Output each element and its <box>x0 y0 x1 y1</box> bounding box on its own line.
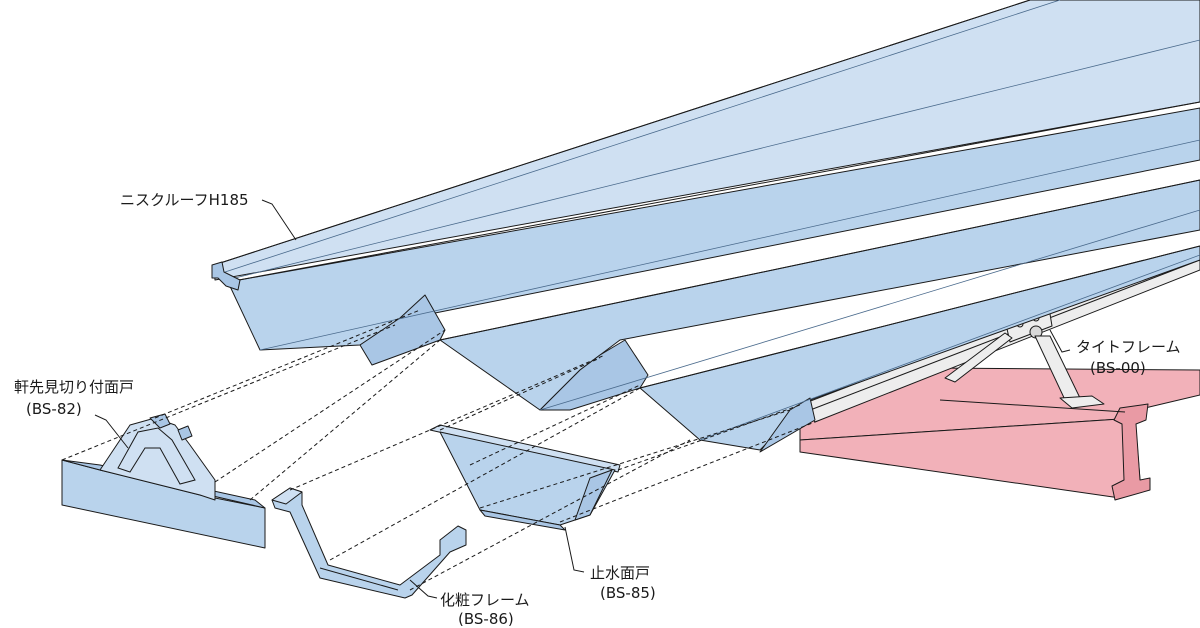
fascia-frame-fold <box>319 567 399 591</box>
label-tie-frame: タイトフレーム <box>1076 338 1181 356</box>
leader-roof <box>261 199 297 241</box>
eaves-closure-tab-2 <box>177 425 193 441</box>
fascia-frame-top <box>271 487 303 505</box>
dash-6 <box>409 439 691 591</box>
leader-waterstop <box>564 526 585 573</box>
dash-9 <box>479 409 791 509</box>
dash-5 <box>329 387 641 561</box>
roof-fold-2 <box>234 39 1200 279</box>
fascia-frame-part <box>271 487 467 599</box>
dash-7 <box>439 357 601 431</box>
label-roof: ニスクルーフH185 <box>120 191 249 209</box>
dash-12 <box>249 339 441 501</box>
eaves-closure-part <box>61 413 266 549</box>
label-waterstop-code: (BS-85) <box>600 584 656 602</box>
labels: ニスクルーフH185 タイトフレーム (BS-00) 軒先見切り付面戸 (BS-… <box>14 191 1181 628</box>
eaves-closure-window <box>117 427 196 485</box>
leader-fascia <box>409 579 438 599</box>
dash-1 <box>61 324 396 461</box>
label-waterstop: 止水面戸 <box>590 564 650 582</box>
roof-fold-4 <box>259 139 1200 351</box>
eaves-closure-cap <box>99 417 216 501</box>
label-fascia-code: (BS-86) <box>458 610 514 628</box>
dash-4 <box>289 354 606 491</box>
beam-end-face <box>1111 403 1151 501</box>
roof-fold-7 <box>639 245 1200 389</box>
leader-tie-frame <box>1049 329 1071 353</box>
label-eaves-closure-code: (BS-82) <box>26 400 82 418</box>
roof-fold-3 <box>227 101 1200 283</box>
projection-lines <box>61 309 821 591</box>
tie-frame-brace <box>944 332 1013 383</box>
leader-lines <box>94 199 1071 599</box>
roof-fold-8 <box>699 254 1200 441</box>
leader-eaves-closure <box>94 414 129 449</box>
waterstop-closure-part <box>429 424 621 531</box>
roof-panel <box>211 0 1200 453</box>
dash-2 <box>154 309 421 419</box>
rib-2-crown <box>539 339 649 411</box>
roof-edge-top <box>213 0 1031 266</box>
label-fascia: 化粧フレーム <box>440 591 530 609</box>
dash-10 <box>559 419 821 523</box>
label-tie-frame-code: (BS-00) <box>1090 359 1146 377</box>
roof-fold-5 <box>439 179 1200 341</box>
waterstop-closure-side <box>479 509 566 531</box>
dash-11 <box>617 404 801 471</box>
tie-frame-foot <box>1059 395 1105 409</box>
waterstop-closure-right <box>574 469 613 521</box>
roof-fold-6 <box>539 209 1200 411</box>
fascia-frame-body <box>271 487 467 599</box>
roof-fold-1 <box>224 0 1061 273</box>
beam-web-line <box>939 399 1126 413</box>
dash-3 <box>214 329 446 483</box>
label-eaves-closure: 軒先見切り付面戸 <box>14 378 134 396</box>
dash-8 <box>469 384 641 466</box>
roof-left-hem <box>211 261 241 291</box>
